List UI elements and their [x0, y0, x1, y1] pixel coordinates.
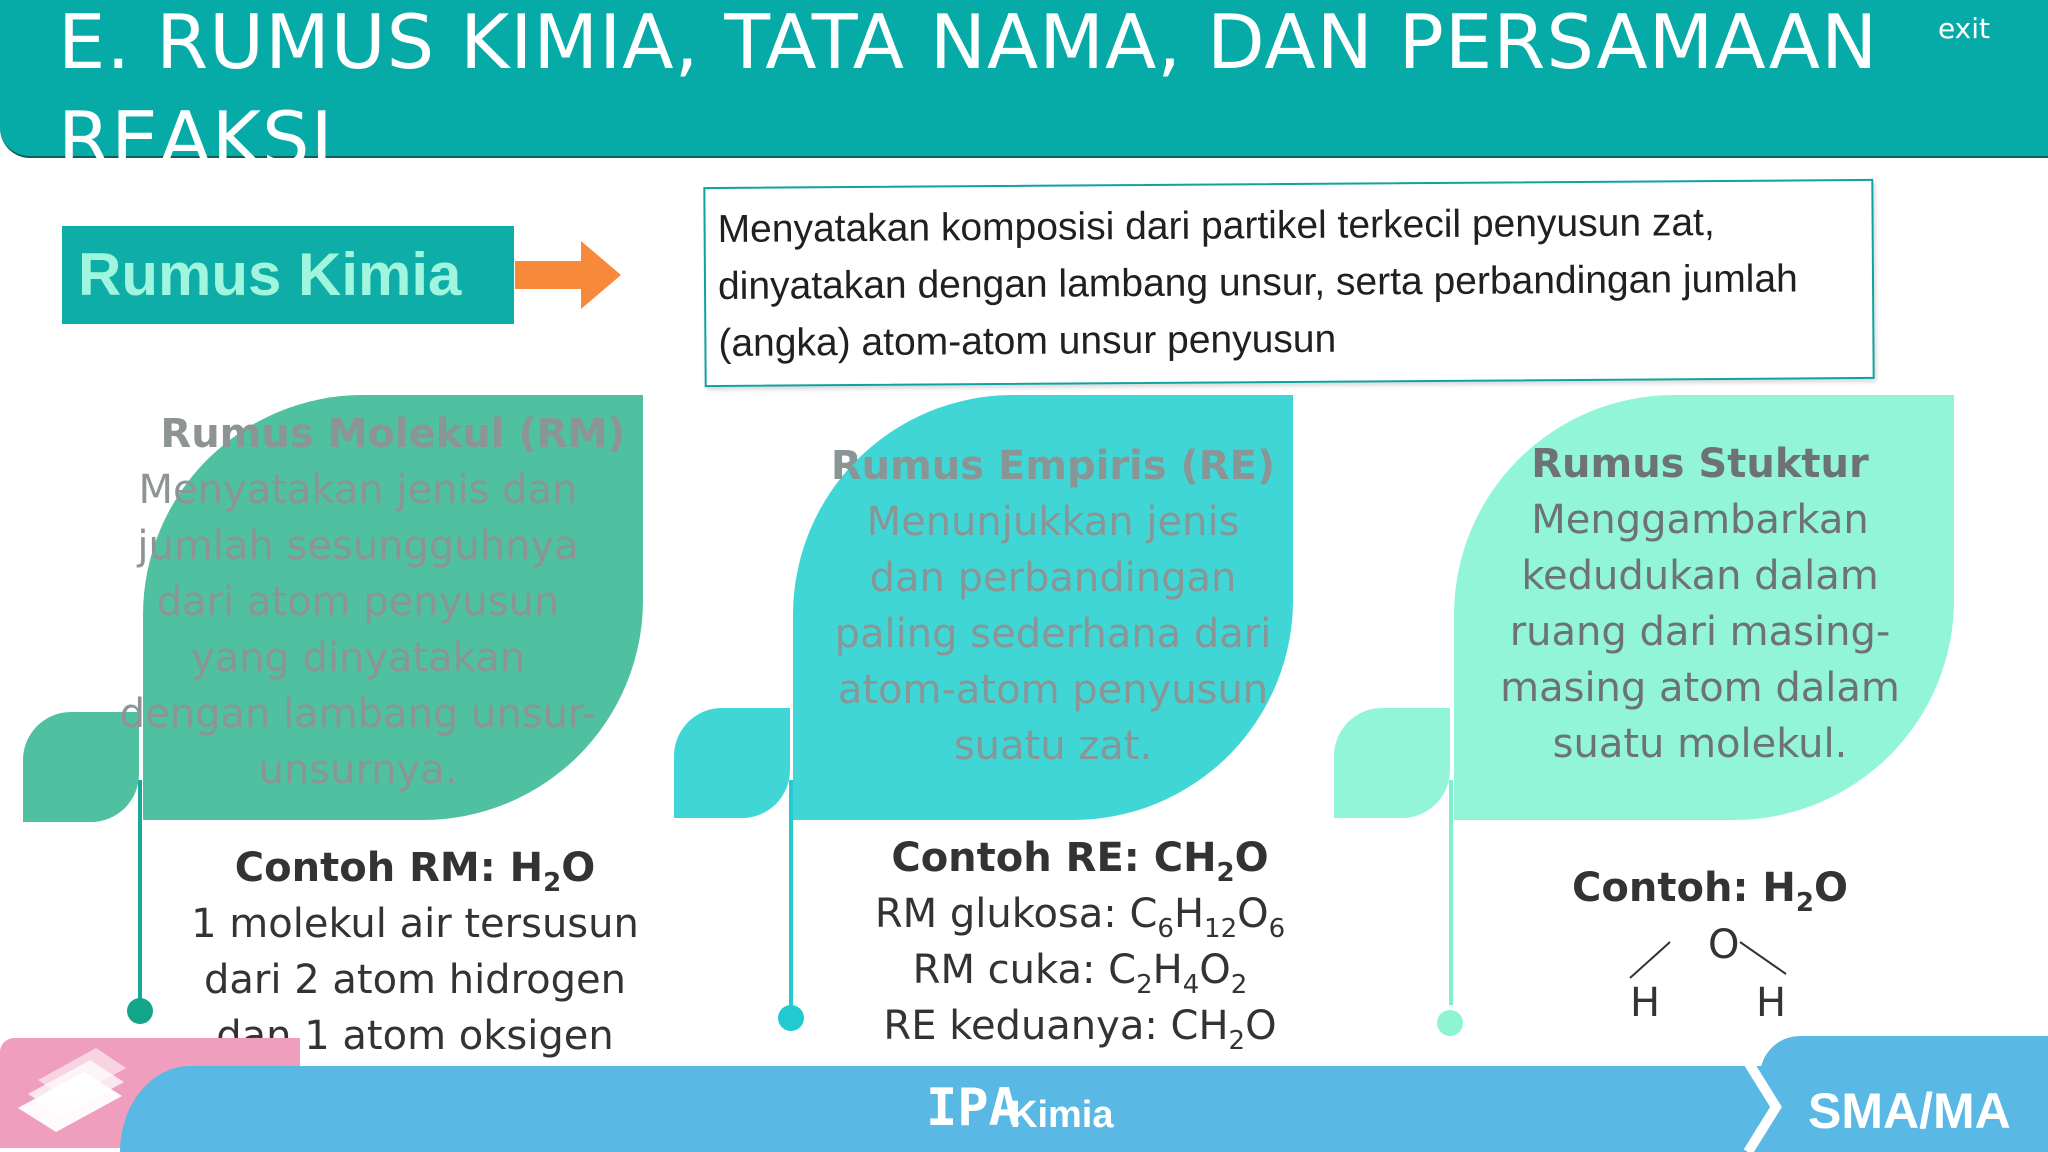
rs-description: Menggambarkan kedudukan dalam ruang dari…	[1500, 497, 1900, 767]
bond-left	[1629, 941, 1671, 979]
leaf-card-rs	[1454, 395, 1954, 820]
right-arrow-icon	[515, 241, 621, 309]
re-glukosa-line: RM glukosa: C6H12O6	[874, 891, 1286, 944]
small-leaf-rs	[1334, 708, 1450, 818]
rm-description: Menyatakan jenis dan jumlah sesungguhnya…	[119, 467, 597, 793]
header-bar: E. RUMUS KIMIA, TATA NAMA, DAN PERSAMAAN…	[0, 0, 2048, 183]
footer-subject: IPA	[926, 1078, 1020, 1138]
definition-box: Menyatakan komposisi dari partikel terke…	[703, 178, 1875, 388]
footer-level: SMA/MA	[1808, 1083, 2011, 1139]
small-leaf-rm	[23, 712, 139, 822]
stem-dot-rs	[1437, 1010, 1463, 1036]
stem-re	[789, 780, 793, 1005]
stem-dot-re	[778, 1005, 804, 1031]
re-card-text: Rumus Empiris (RE) Menunjukkan jenis dan…	[823, 438, 1283, 774]
footer-topic: Kimia	[1010, 1094, 1114, 1136]
re-title: Rumus Empiris (RE)	[830, 443, 1276, 489]
rm-example-line: dari 2 atom hidrogen	[204, 957, 626, 1003]
rm-example-title: Contoh RM: H2O	[234, 845, 596, 898]
footer-right-panel	[1760, 1036, 2048, 1152]
exit-button[interactable]: exit	[1937, 12, 1990, 45]
re-example-title: Contoh RE: CH2O	[891, 835, 1269, 888]
rm-example-line: 1 molekul air tersusun	[191, 901, 639, 947]
stem-dot-rm	[127, 998, 153, 1024]
water-structure-diagram: O H H	[1629, 922, 1787, 1026]
rm-card-text: Rumus Molekul (RM) Menyatakan jenis dan …	[120, 406, 643, 798]
rs-title: Rumus Stuktur	[1531, 441, 1869, 487]
footer-bar	[120, 1066, 2048, 1152]
small-leaf-re	[674, 708, 790, 818]
stem-rs	[1449, 780, 1453, 1005]
bond-right	[1739, 941, 1787, 975]
definition-text: Menyatakan komposisi dari partikel terke…	[717, 201, 1798, 365]
atom-h1-label: H	[1630, 980, 1660, 1026]
stem-rm	[138, 780, 142, 1010]
rumus-kimia-label: Rumus Kimia	[78, 241, 462, 308]
re-cuka-line: RM cuka: C2H4O2	[912, 947, 1248, 1000]
atom-h2-label: H	[1756, 980, 1786, 1026]
chevron-decoration-icon	[1743, 1062, 1782, 1152]
re-description: Menunjukkan jenis dan perbandingan palin…	[834, 499, 1272, 769]
rumus-kimia-box: Rumus Kimia	[62, 226, 514, 324]
leaf-card-rm	[143, 395, 643, 820]
books-logo-icon	[18, 1048, 126, 1132]
re-example: Contoh RE: CH2O RM glukosa: C6H12O6 RM c…	[840, 830, 1320, 1054]
rm-example: Contoh RM: H2O 1 molekul air tersusun da…	[175, 840, 655, 1064]
rs-example: Contoh: H2O	[1560, 860, 1860, 916]
atom-o-label: O	[1708, 922, 1739, 968]
rm-title: Rumus Molekul (RM)	[160, 411, 626, 457]
re-keduanya-line: RE keduanya: CH2O	[883, 1003, 1277, 1056]
rs-example-title: Contoh: H2O	[1572, 865, 1848, 918]
rs-card-text: Rumus Stuktur Menggambarkan kedudukan da…	[1484, 436, 1916, 772]
leaf-card-re	[793, 395, 1293, 820]
slide-title: E. RUMUS KIMIA, TATA NAMA, DAN PERSAMAAN…	[58, 0, 1879, 183]
